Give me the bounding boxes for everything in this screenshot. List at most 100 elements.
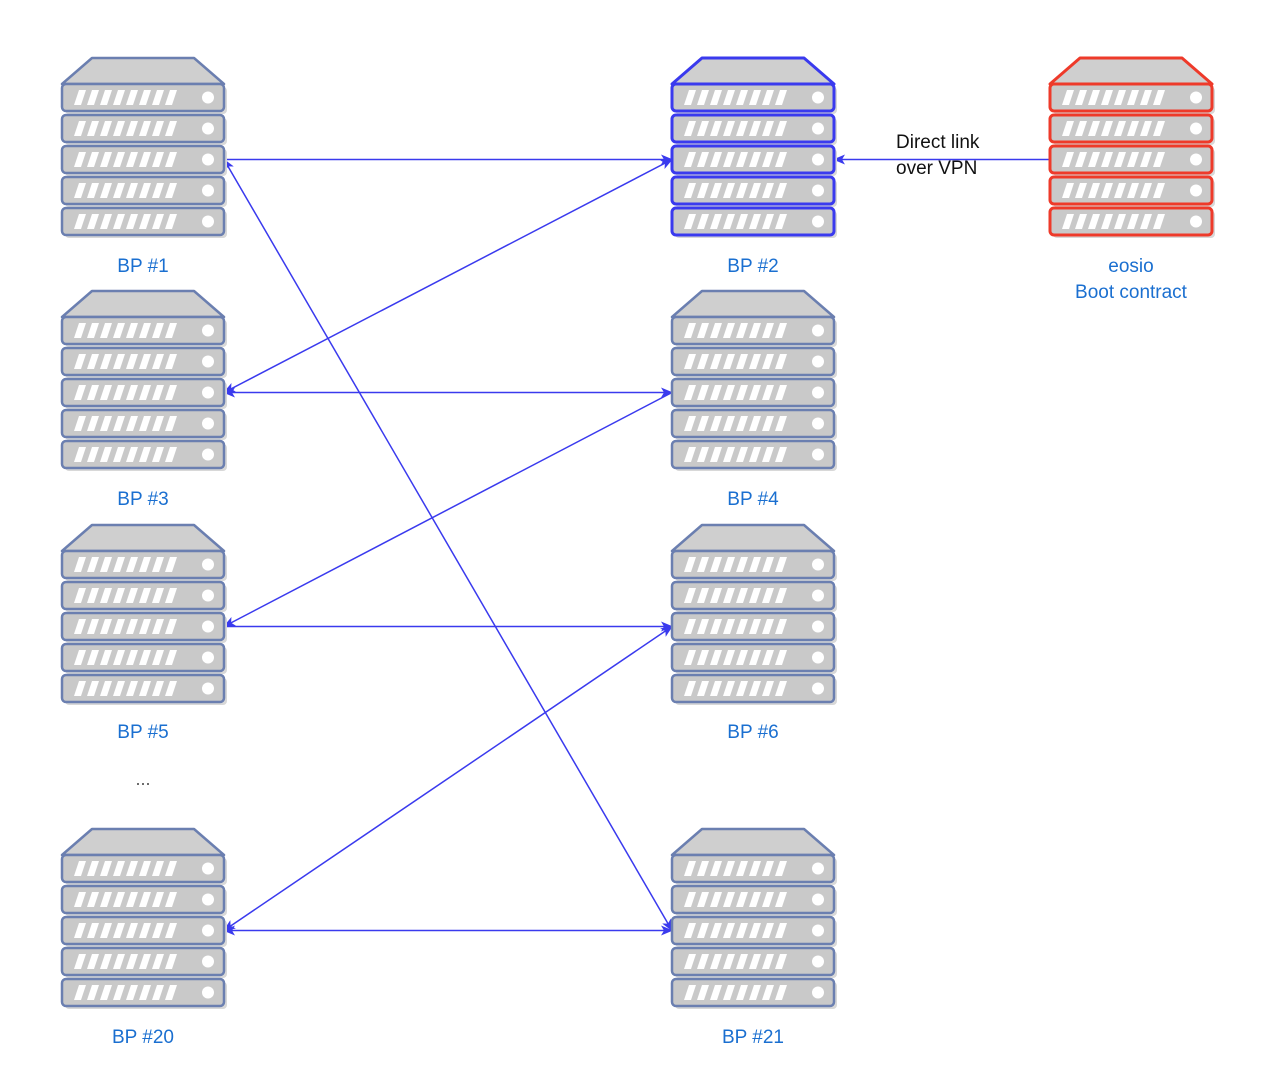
server-roof	[670, 56, 836, 86]
vent-stripe	[775, 385, 787, 400]
status-led	[202, 122, 214, 135]
vent-stripe	[1088, 121, 1100, 136]
vent-stripe	[139, 121, 151, 136]
vent-stripe	[1062, 183, 1074, 198]
vent-stripe	[165, 152, 177, 167]
status-led	[1190, 91, 1202, 104]
vent-stripe	[775, 588, 787, 603]
vent-stripe	[736, 861, 748, 876]
vent-stripe	[684, 588, 696, 603]
vent-stripe	[723, 152, 735, 167]
vent-stripe	[113, 557, 125, 572]
vent-stripe	[87, 861, 99, 876]
vent-stripe	[152, 588, 164, 603]
vent-stripe	[697, 619, 709, 634]
server-unit	[670, 377, 837, 409]
vent-stripe	[710, 416, 722, 431]
vent-stripe	[74, 121, 86, 136]
vent-stripe	[1114, 214, 1126, 229]
status-led	[812, 589, 824, 602]
server-unit	[60, 915, 227, 947]
status-led	[812, 324, 824, 337]
server-bp21: BP #21	[670, 827, 837, 1048]
server-unit	[670, 946, 837, 978]
server-unit	[670, 315, 837, 347]
server-bp5: BP #5	[60, 523, 227, 743]
status-led	[812, 862, 824, 875]
vent-stripe	[1114, 90, 1126, 105]
server-unit	[60, 175, 227, 207]
server-unit	[670, 408, 837, 440]
vent-stripe	[139, 183, 151, 198]
vent-stripe	[100, 152, 112, 167]
server-label-bp3: BP #3	[117, 489, 168, 510]
vent-stripe	[684, 861, 696, 876]
server-unit	[60, 884, 227, 916]
vent-stripe	[749, 90, 761, 105]
vent-stripe	[775, 183, 787, 198]
server-unit	[60, 642, 227, 674]
vent-stripe	[165, 985, 177, 1000]
status-led	[812, 682, 824, 695]
vent-stripe	[723, 954, 735, 969]
vent-stripe	[126, 214, 138, 229]
vent-stripe	[139, 416, 151, 431]
status-led	[812, 448, 824, 461]
vent-stripe	[710, 90, 722, 105]
vent-stripe	[775, 557, 787, 572]
vent-stripe	[736, 923, 748, 938]
server-roof	[60, 827, 226, 857]
vent-stripe	[126, 323, 138, 338]
vent-stripe	[165, 954, 177, 969]
vent-stripe	[684, 557, 696, 572]
vent-stripe	[113, 892, 125, 907]
vent-stripe	[152, 183, 164, 198]
vent-stripe	[87, 121, 99, 136]
vent-stripe	[762, 557, 774, 572]
vent-stripe	[113, 385, 125, 400]
vent-stripe	[775, 121, 787, 136]
vent-stripe	[684, 985, 696, 1000]
vent-stripe	[1153, 90, 1165, 105]
vent-stripe	[165, 214, 177, 229]
vent-stripe	[736, 323, 748, 338]
vent-stripe	[113, 183, 125, 198]
vent-stripe	[152, 650, 164, 665]
vent-stripe	[1127, 90, 1139, 105]
server-roof	[60, 523, 226, 553]
status-led	[812, 215, 824, 228]
vent-stripe	[100, 121, 112, 136]
vent-stripe	[74, 183, 86, 198]
vent-stripe	[749, 892, 761, 907]
vent-stripe	[74, 557, 86, 572]
server-unit	[670, 439, 837, 471]
server-unit	[1048, 175, 1215, 207]
vent-stripe	[684, 152, 696, 167]
vent-stripe	[113, 861, 125, 876]
vent-stripe	[113, 985, 125, 1000]
vent-stripe	[710, 121, 722, 136]
status-led	[202, 986, 214, 999]
server-bp2: BP #2	[670, 56, 837, 277]
server-unit	[60, 315, 227, 347]
vent-stripe	[113, 681, 125, 696]
vent-stripe	[165, 861, 177, 876]
vent-stripe	[723, 588, 735, 603]
vent-stripe	[1114, 152, 1126, 167]
vent-stripe	[152, 323, 164, 338]
server-unit	[670, 580, 837, 612]
vent-stripe	[100, 354, 112, 369]
vent-stripe	[762, 892, 774, 907]
vent-stripe	[1101, 90, 1113, 105]
vent-stripe	[697, 354, 709, 369]
vent-stripe	[710, 183, 722, 198]
vent-stripe	[736, 447, 748, 462]
vent-stripe	[100, 861, 112, 876]
vent-stripe	[697, 954, 709, 969]
status-led	[202, 386, 214, 399]
vent-stripe	[87, 557, 99, 572]
vent-stripe	[775, 447, 787, 462]
vent-stripe	[684, 214, 696, 229]
vent-stripe	[749, 385, 761, 400]
server-label-bp20: BP #20	[112, 1027, 174, 1048]
